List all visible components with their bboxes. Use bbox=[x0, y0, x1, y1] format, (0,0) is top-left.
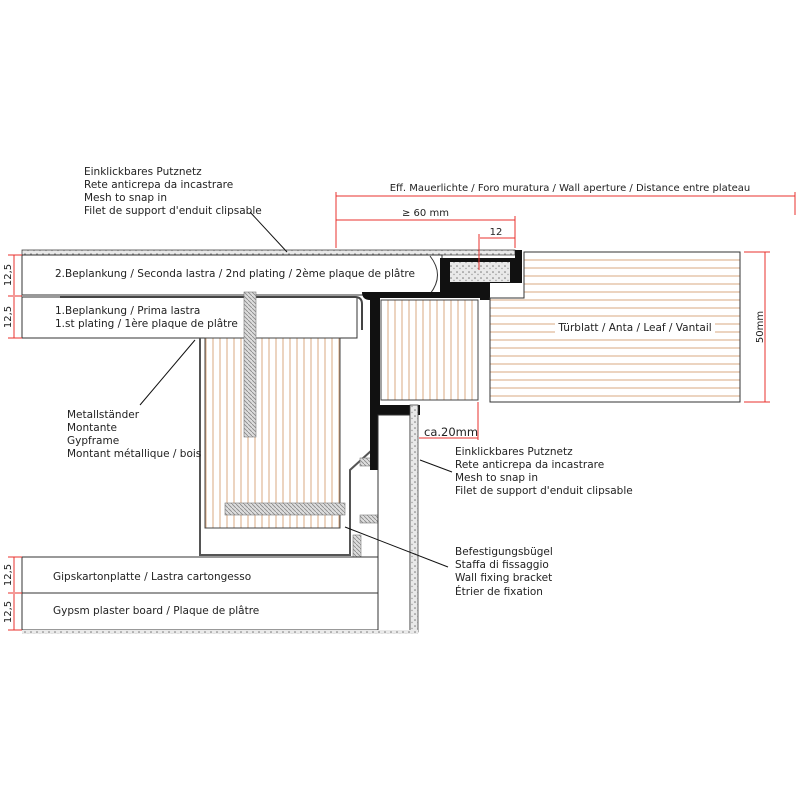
first-plating-label-2: 1.st plating / 1ère plaque de plâtre bbox=[55, 318, 238, 330]
dimension-min-60: ≥ 60 mm bbox=[336, 208, 516, 248]
dimension-12: 12 bbox=[478, 227, 515, 270]
dimension-gap: ca.20mm bbox=[419, 402, 479, 440]
svg-text:12,5: 12,5 bbox=[3, 601, 14, 623]
svg-text:Eff. Mauerlichte / Foro muratu: Eff. Mauerlichte / Foro muratura / Wall … bbox=[390, 183, 751, 194]
dimension-plating-thickness: 12,5 12,5 bbox=[3, 254, 22, 339]
gypsum-board-2 bbox=[21, 592, 379, 631]
first-plating-label-1: 1.Beplankung / Prima lastra bbox=[55, 305, 200, 317]
second-plating-board bbox=[21, 254, 443, 296]
plaster-mesh-side bbox=[409, 404, 419, 633]
svg-text:Filet de support d'enduit clip: Filet de support d'enduit clipsable bbox=[84, 205, 262, 217]
svg-text:Staffa di fissaggio: Staffa di fissaggio bbox=[455, 559, 549, 571]
svg-text:Montant métallique / bois: Montant métallique / bois bbox=[67, 448, 201, 460]
svg-text:Filet de support d'enduit clip: Filet de support d'enduit clipsable bbox=[455, 485, 633, 497]
plaster-mesh-top bbox=[21, 249, 516, 256]
svg-text:Mesh to snap in: Mesh to snap in bbox=[455, 472, 538, 484]
gypsum-board-1-label: Gipskartonplatte / Lastra cartongesso bbox=[53, 571, 251, 583]
bracket-callout: Befestigungsbügel Staffa di fissaggio Wa… bbox=[344, 526, 553, 598]
svg-text:50mm: 50mm bbox=[755, 311, 766, 343]
mesh-top-callout: Einklickbares Putznetz Rete anticrepa da… bbox=[84, 166, 288, 253]
svg-text:Einklickbares Putznetz: Einklickbares Putznetz bbox=[455, 446, 573, 458]
svg-text:Wall fixing bracket: Wall fixing bracket bbox=[455, 572, 552, 584]
second-plating-label: 2.Beplankung / Seconda lastra / 2nd plat… bbox=[55, 268, 415, 280]
first-plating-board bbox=[21, 296, 358, 339]
svg-text:Einklickbares Putznetz: Einklickbares Putznetz bbox=[84, 166, 202, 178]
mesh-side-callout: Einklickbares Putznetz Rete anticrepa da… bbox=[419, 446, 633, 497]
svg-text:12,5: 12,5 bbox=[3, 564, 14, 586]
svg-text:Mesh to snap in: Mesh to snap in bbox=[84, 192, 167, 204]
svg-text:12,5: 12,5 bbox=[3, 264, 14, 286]
svg-text:Montante: Montante bbox=[67, 422, 117, 434]
screw-horizontal bbox=[224, 502, 346, 516]
svg-text:Étrier de fixation: Étrier de fixation bbox=[455, 585, 543, 598]
svg-text:ca.20mm: ca.20mm bbox=[424, 425, 478, 439]
stud-callout: Metallständer Montante Gypframe Montant … bbox=[67, 339, 201, 460]
svg-text:≥ 60 mm: ≥ 60 mm bbox=[402, 208, 449, 219]
frame-wood-core bbox=[380, 299, 479, 401]
svg-text:Rete anticrepa da incastrare: Rete anticrepa da incastrare bbox=[84, 179, 233, 191]
screw-vertical bbox=[243, 291, 257, 438]
dimension-leaf-thickness: 50mm bbox=[744, 251, 770, 403]
svg-text:12: 12 bbox=[490, 227, 503, 238]
svg-text:Rete anticrepa da incastrare: Rete anticrepa da incastrare bbox=[455, 459, 604, 471]
gypsum-board-2-label: Gypsm plaster board / Plaque de plâtre bbox=[53, 605, 259, 617]
gypsum-board-1 bbox=[21, 556, 379, 594]
svg-text:Gypframe: Gypframe bbox=[67, 435, 119, 447]
metal-stud bbox=[204, 337, 341, 529]
svg-text:Metallständer: Metallständer bbox=[67, 409, 140, 421]
dimension-board-thickness: 12,5 12,5 bbox=[3, 556, 22, 631]
wall-jamb bbox=[377, 414, 411, 633]
svg-text:Befestigungsbügel: Befestigungsbügel bbox=[455, 546, 553, 558]
door-leaf-label: Türblatt / Anta / Leaf / Vantail bbox=[557, 322, 711, 334]
svg-text:12,5: 12,5 bbox=[3, 306, 14, 328]
